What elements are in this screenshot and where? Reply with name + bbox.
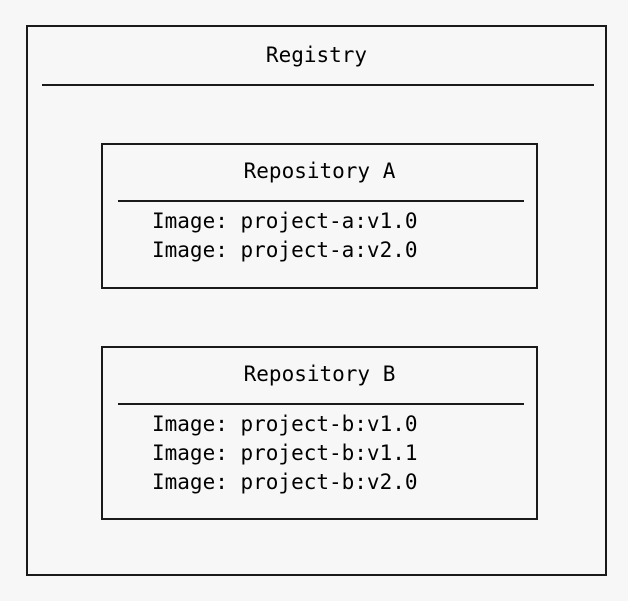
repository-a-image-list: Image: project-a:v1.0 Image: project-a:v…: [152, 207, 536, 265]
list-item: Image: project-b:v2.0: [152, 470, 418, 494]
repository-b-title-divider: [118, 403, 524, 405]
list-item: Image: project-a:v2.0: [152, 238, 418, 262]
repository-a-title: Repository A: [243, 159, 396, 183]
registry-title-divider: [42, 84, 594, 86]
repository-a-title-divider: [118, 200, 524, 202]
registry-title: Registry: [265, 43, 368, 67]
repository-b-title: Repository B: [243, 362, 396, 386]
repository-b-image-list: Image: project-b:v1.0 Image: project-b:v…: [152, 410, 536, 497]
list-item: Image: project-b:v1.0: [152, 412, 418, 436]
repository-box-b[interactable]: Repository B Image: project-b:v1.0 Image…: [101, 346, 538, 520]
repository-box-a[interactable]: Repository A Image: project-a:v1.0 Image…: [101, 143, 538, 289]
registry-container: Registry Repository A Image: project-a:v…: [26, 25, 607, 576]
list-item: Image: project-b:v1.1: [152, 441, 418, 465]
list-item: Image: project-a:v1.0: [152, 209, 418, 233]
